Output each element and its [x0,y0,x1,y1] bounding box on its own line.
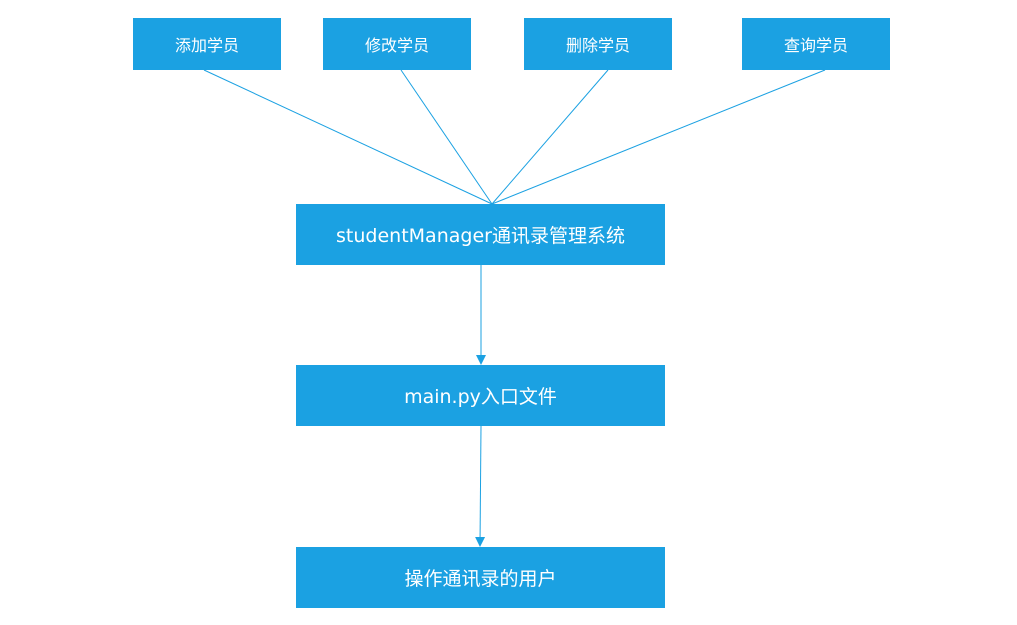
connector-modify-to-system [400,69,493,205]
user-node: 操作通讯录的用户 [296,547,665,608]
delete-student-label: 删除学员 [565,36,630,55]
entry-file-label: main.py入口文件 [404,386,557,408]
connector-add-to-system [203,69,493,205]
add-student-label: 添加学员 [174,36,239,55]
user-label: 操作通讯录的用户 [404,568,557,590]
arrow-entry-to-user [475,425,486,547]
modify-student-node: 修改学员 [323,18,471,70]
entry-file-node: main.py入口文件 [296,365,665,426]
system-label: studentManager通讯录管理系统 [336,225,625,247]
connector-query-to-system [491,69,826,205]
add-student-node: 添加学员 [133,18,281,70]
connector-delete-to-system [491,69,609,205]
query-student-label: 查询学员 [783,36,848,55]
query-student-node: 查询学员 [742,18,890,70]
modify-student-label: 修改学员 [364,36,429,55]
system-node: studentManager通讯录管理系统 [296,204,665,265]
delete-student-node: 删除学员 [524,18,672,70]
